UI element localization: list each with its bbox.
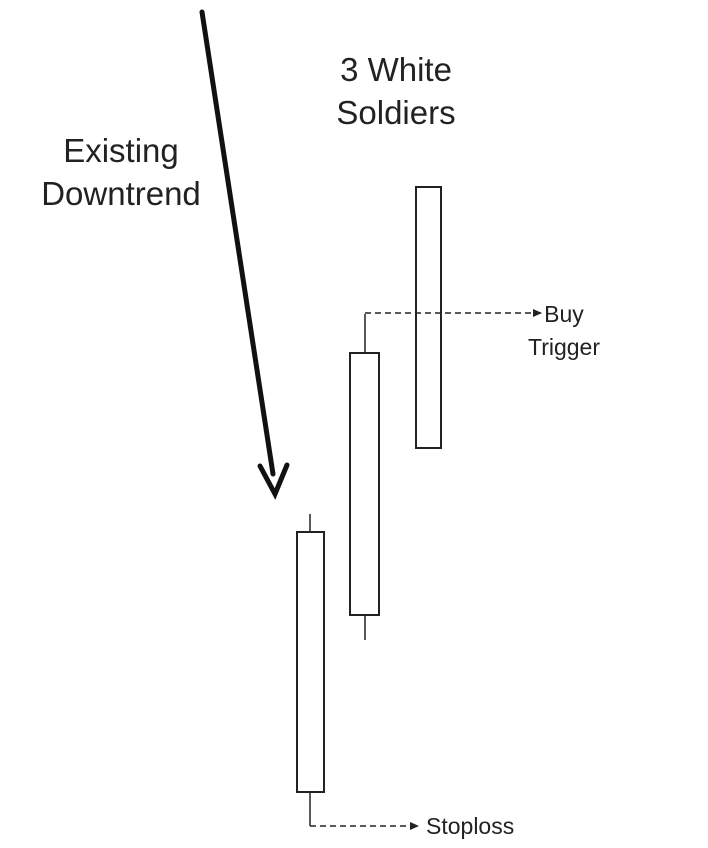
buy-trigger-label-line1: Buy [544,301,584,327]
downtrend-arrow [199,9,290,500]
buy-trigger-label-line2: Trigger [528,334,600,360]
pattern-title-line2: Soldiers [336,94,455,131]
downtrend-label-line2: Downtrend [41,175,201,212]
candle-first-white-soldier [296,514,325,826]
stoploss-label: Stoploss [426,813,514,839]
downtrend-label-line1: Existing [63,132,179,169]
candle-third-white-soldier [415,186,442,449]
candle-second-white-soldier [349,314,380,640]
pattern-title-line1: 3 White [340,51,452,88]
